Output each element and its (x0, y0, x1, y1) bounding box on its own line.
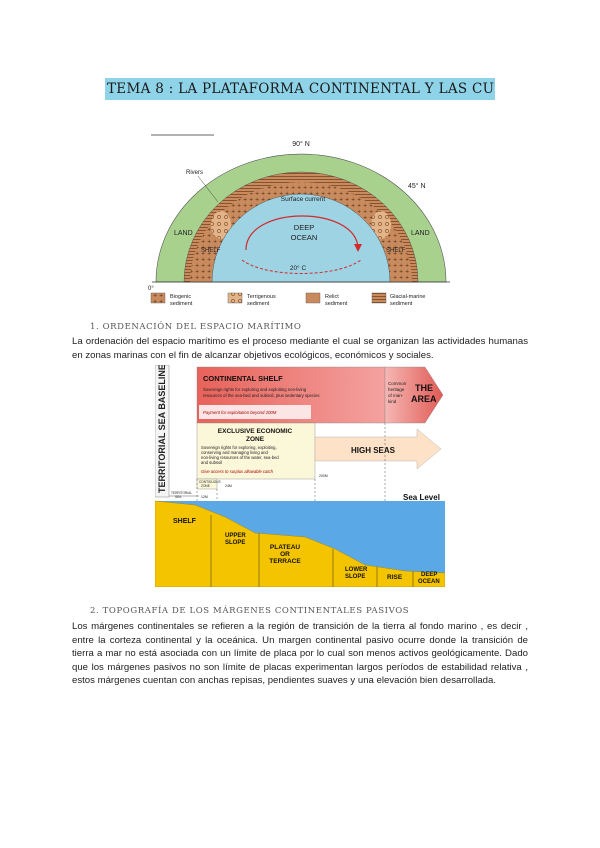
legend-glacial-2: sediment (390, 301, 413, 307)
deep-current-arc (241, 259, 362, 274)
heritage-4: kind (388, 399, 397, 404)
shelf-right-label: SHELF (386, 248, 406, 254)
eez-text-2: conserving and managing living and (201, 450, 268, 455)
heritage-3: of man- (388, 393, 404, 398)
territorial-1: TERRITORIAL (171, 491, 192, 495)
maritime-zones-figure: TERRITORIAL SEA BASELINE CONTINENTAL SHE… (155, 365, 445, 587)
deep-ocean-2a: DEEP (421, 572, 437, 578)
shelf-note-box (199, 405, 311, 419)
eez-text-3: non-living resources of the water, sea-b… (201, 455, 279, 460)
legend-swatch-relict (305, 292, 321, 304)
legend-biogenic-1: Biogenic (170, 294, 191, 300)
rise-label: RISE (387, 574, 403, 581)
the-area-arrow (384, 366, 444, 424)
temperature-label: 20° C (290, 264, 307, 272)
legend-swatch-glacial (371, 292, 387, 304)
lat-top-label: 90° N (292, 140, 310, 148)
sea-level-label: Sea Level (403, 493, 440, 502)
surface-current-arc (245, 215, 359, 251)
lower-slope-2: SLOPE (345, 574, 365, 580)
surface-current-label: Surface current (281, 196, 326, 203)
legend-relict-1: Relict (325, 294, 339, 300)
shelf-text-2: resources of the sea-bed and subsoil, pl… (203, 393, 320, 398)
contiguous-1: CONTIGUOUS (199, 480, 221, 484)
plateau-3: TERRACE (269, 558, 301, 565)
current-arrow (354, 244, 362, 252)
shelf-left-label: SHELF (201, 248, 221, 254)
shelf-text-1: Sovereign rights for exploring and explo… (203, 387, 307, 392)
ocean-region (211, 193, 391, 283)
baseline-label: TERRITORIAL SEA BASELINE (157, 365, 167, 493)
eez-zone (196, 422, 316, 480)
section-1-heading: 1. ORDENACIÓN DEL ESPACIO MARÍTIMO (90, 322, 302, 332)
land-left-label: LAND (174, 230, 193, 237)
legend-relict-2: sediment (325, 301, 348, 307)
territorial-2: SEA (175, 495, 182, 499)
land-right-label: LAND (411, 230, 430, 237)
legend-biogenic-2: sediment (170, 301, 193, 307)
plateau-2: OR (280, 551, 290, 558)
baseline-column (155, 365, 170, 498)
high-seas-arrow (314, 428, 442, 470)
legend-swatch-biogenic (150, 292, 166, 304)
shelf-label: SHELF (173, 518, 197, 525)
seabed-profile (155, 500, 445, 587)
terrigenous-left (211, 211, 231, 239)
deep-ocean-label-2: OCEAN (291, 233, 318, 242)
lat-mid-label: 45° N (408, 182, 426, 190)
area-label-2: AREA (411, 394, 437, 404)
heritage-2: heritage (388, 387, 405, 392)
lower-slope-1: LOWER (345, 567, 368, 573)
distance-24m: 24M (225, 484, 232, 488)
deep-ocean-2b: OCEAN (418, 579, 440, 585)
legend-terrigenous-2: sediment (247, 301, 270, 307)
eez-text-1: Sovereign rights for exploring, exploiti… (201, 445, 277, 450)
upper-slope-1: UPPER (225, 533, 246, 539)
rivers-label: Rivers (186, 170, 203, 176)
eez-note: Give access to surplus allowable catch (201, 469, 274, 474)
legend-terrigenous-1: Terrigenous (247, 294, 276, 300)
rivers-pointer (197, 175, 219, 203)
eez-title-1: EXCLUSIVE ECONOMIC (218, 428, 293, 435)
distance-200m: 200M (319, 474, 328, 478)
contiguous-2: ZONE (201, 484, 210, 488)
lat-zero-label: 0° (148, 286, 154, 292)
section-2-paragraph: Los márgenes continentales se refieren a… (72, 621, 528, 687)
terrigenous-right (371, 211, 391, 239)
distance-12m: 12M (201, 495, 208, 499)
page-title: TEMA 8 : LA PLATAFORMA CONTINENTAL Y LAS… (105, 78, 495, 100)
eez-text-4: and subsoil (201, 460, 222, 465)
deep-ocean-label-1: DEEP (294, 223, 314, 232)
legend-glacial-1: Glacial-marine (390, 294, 425, 300)
eez-title-2: ZONE (246, 436, 265, 443)
area-label-1: THE (415, 383, 433, 393)
upper-slope-2: SLOPE (225, 540, 245, 546)
shelf-note: Payment for exploitation beyond 200M (203, 410, 277, 415)
continental-shelf-title: CONTINENTAL SHELF (203, 374, 283, 383)
high-seas-label: HIGH SEAS (351, 446, 396, 455)
section-1-paragraph: La ordenación del espacio marítimo es el… (72, 336, 528, 361)
plateau-1: PLATEAU (270, 544, 301, 551)
sediment-distribution-figure: + 90° N 45° N 0° Rivers LAND LAND SHELF … (148, 134, 450, 307)
heritage-1: Common (388, 381, 407, 386)
legend-swatch-terrigenous (227, 292, 243, 304)
section-2-heading: 2. TOPOGRAFÍA DE LOS MÁRGENES CONTINENTA… (90, 606, 410, 616)
